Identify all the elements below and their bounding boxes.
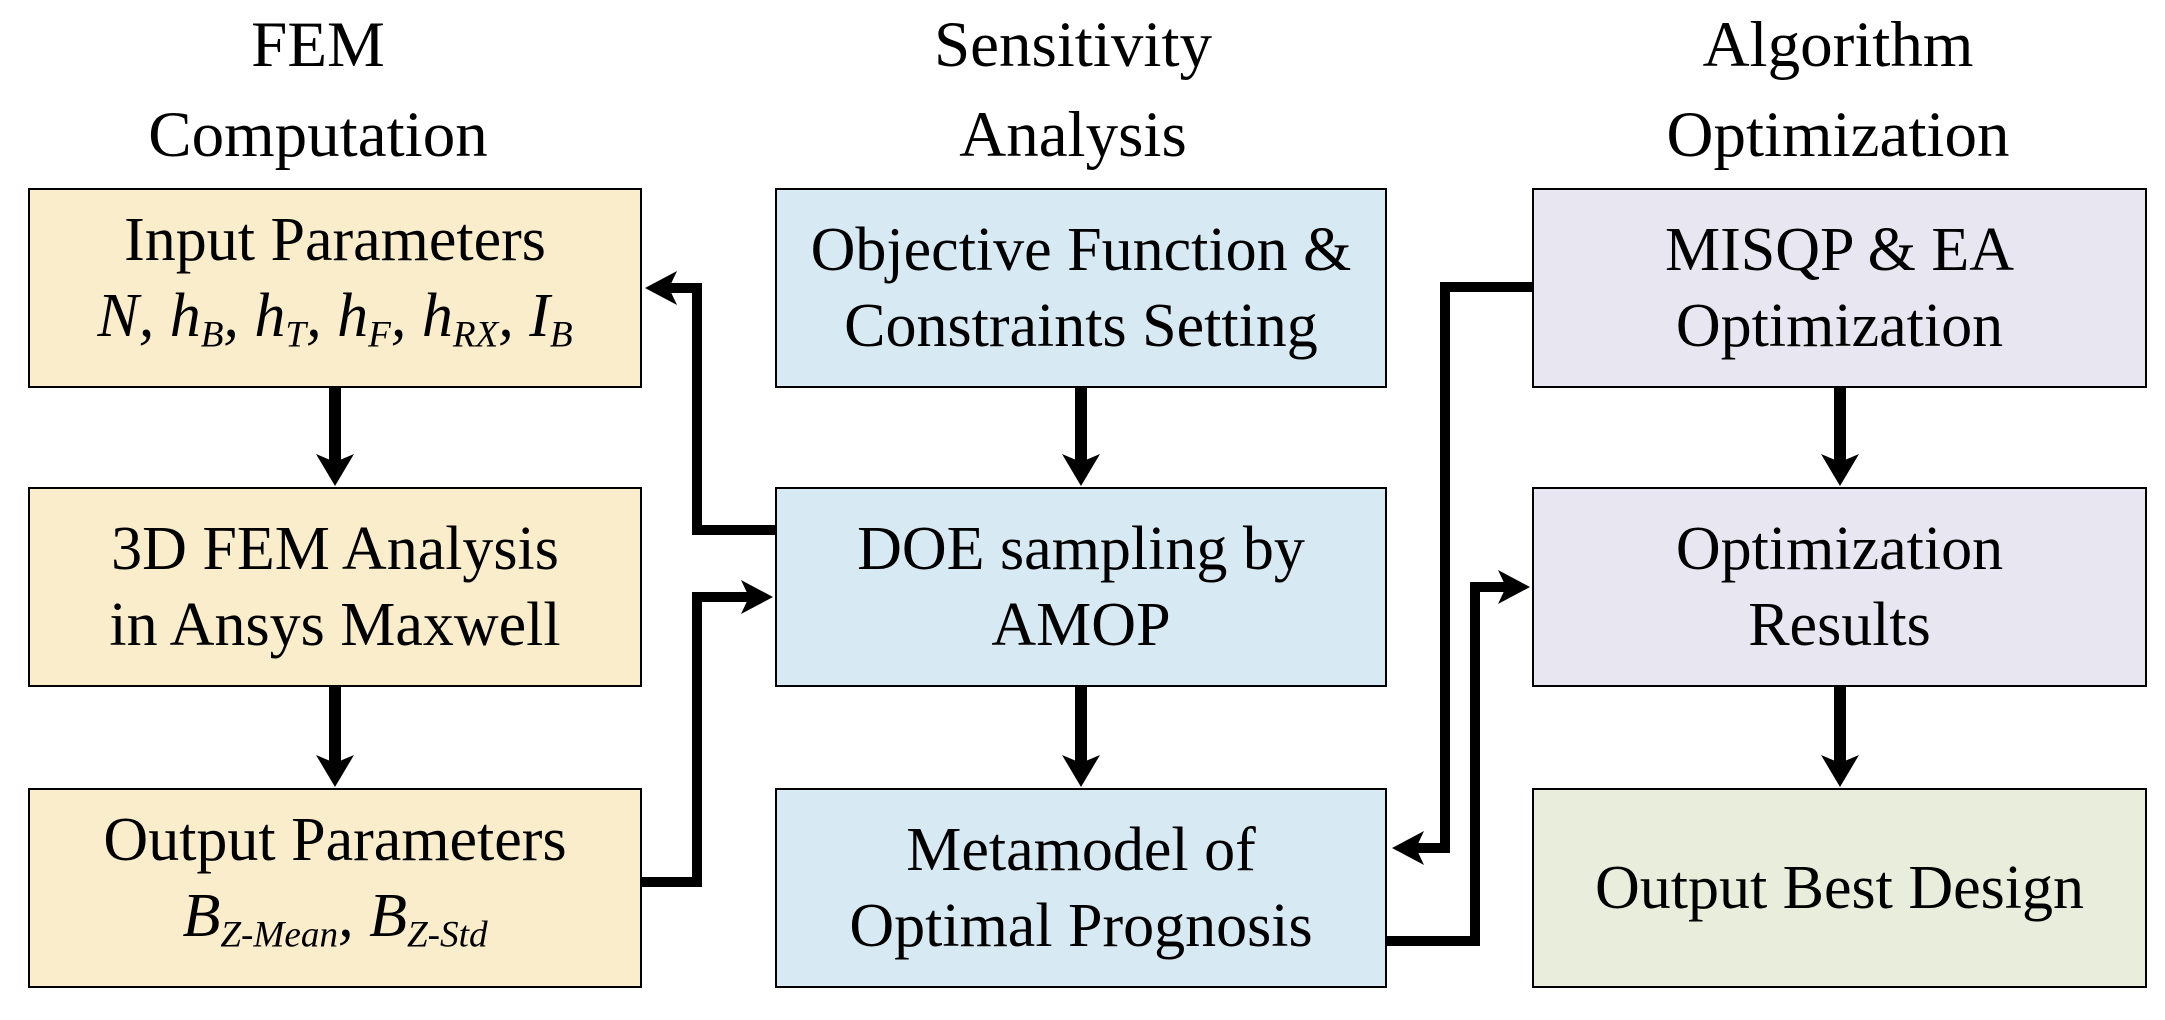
box-label: DOE sampling by [857,515,1305,583]
arrow-input-to-fem [316,388,354,486]
header-line: Sensitivity [933,9,1213,81]
box-label: 3D FEM Analysis [111,515,559,583]
column-header-sensitivity-analysis: Sensitivity Analysis [673,0,1473,180]
box-label: Input Parameters [124,206,546,275]
arrow-misqp-to-results [1821,388,1859,486]
arrow-fem-to-output [316,687,354,787]
box-label: Metamodel of [906,816,1256,884]
box-doe-sampling: DOE sampling by AMOP [775,487,1387,687]
box-output-parameters: Output Parameters BZ-Mean, BZ-Std [28,788,642,988]
box-label: Optimization [1675,515,2004,583]
box-input-parameters: Input Parameters N, hB, hT, hF, hRX, IB [28,188,642,388]
box-label: in Ansys Maxwell [109,591,561,659]
arrow-objective-to-doe [1062,388,1100,486]
box-math-label: N, hB, hT, hF, hRX, IB [97,282,573,356]
box-3d-fem-analysis: 3D FEM Analysis in Ansys Maxwell [28,487,642,687]
box-optimization-results: Optimization Results [1532,487,2147,687]
header-line: Algorithm [1702,9,1974,81]
box-label: Optimization [1675,292,2004,360]
box-label: Results [1748,591,1931,659]
box-output-best-design: Output Best Design [1532,788,2147,988]
box-metamodel: Metamodel of Optimal Prognosis [775,788,1387,988]
box-label: AMOP [991,591,1171,659]
arrow-metamodel-to-results [1387,570,1530,946]
column-header-algorithm-optimization: Algorithm Optimization [1438,0,2165,180]
box-label: Output Best Design [1594,854,2085,922]
header-line: Optimization [1666,99,2010,171]
arrow-output-params-to-doe [642,580,773,887]
box-math-label: BZ-Mean, BZ-Std [182,882,488,956]
box-misqp-ea-optimization: MISQP & EA Optimization [1532,188,2147,388]
arrow-results-to-bestdesign [1821,687,1859,787]
box-objective-function: Objective Function & Constraints Setting [775,188,1387,388]
box-label: Objective Function & [810,216,1352,284]
header-line: FEM [251,9,385,81]
box-label: MISQP & EA [1664,216,2015,284]
header-line: Analysis [959,99,1187,171]
arrow-doe-to-metamodel [1062,687,1100,787]
arrow-doe-to-input-params [645,271,775,535]
arrow-misqp-to-metamodel [1392,282,1532,865]
box-label: Constraints Setting [844,292,1318,360]
column-header-fem-computation: FEM Computation [0,0,718,180]
header-line: Computation [148,99,488,171]
box-label: Output Parameters [103,806,567,875]
box-label: Optimal Prognosis [849,892,1313,960]
